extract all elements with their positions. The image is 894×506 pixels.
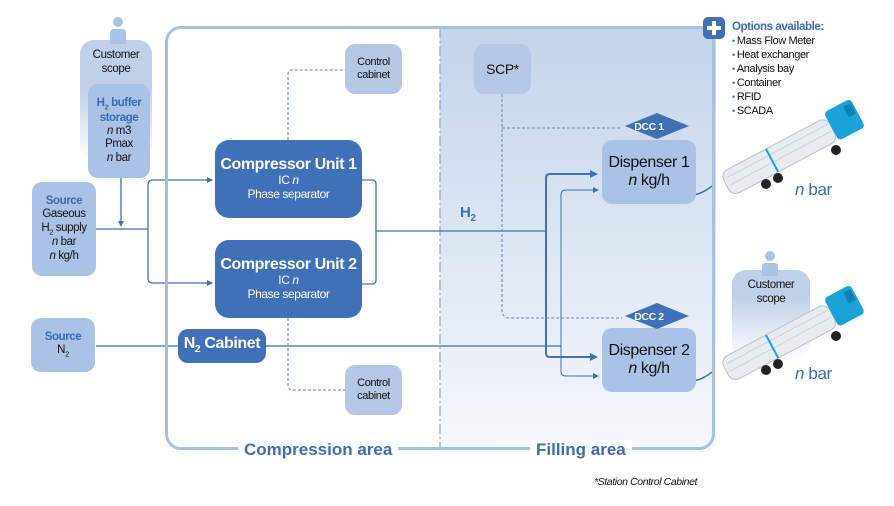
option-item: Container [732, 76, 824, 90]
n2-cabinet[interactable]: N2 Cabinet [178, 329, 266, 363]
dispenser-2[interactable]: Dispenser 2 n kg/h [602, 328, 696, 392]
customer-scope-right-label: Customer scope [747, 279, 795, 305]
footnote: *Station Control Cabinet [594, 476, 698, 488]
tube-trailer-truck-2-icon [722, 285, 864, 381]
tube-trailer-truck-1-icon [722, 99, 864, 195]
option-item: RFID [732, 90, 824, 104]
compressor-unit-1[interactable]: Compressor Unit 1 IC n Phase separator [215, 140, 362, 218]
source-n2[interactable]: Source N2 [31, 318, 95, 372]
options-panel: Options available: Mass Flow Meter Heat … [732, 20, 824, 118]
h2-to-dispenser-2 [545, 231, 598, 361]
dcc-1-diamond[interactable] [620, 113, 694, 139]
truck-2-pressure: n bar [795, 364, 832, 383]
plus-icon[interactable] [703, 17, 725, 39]
h2-line-label: H2 [460, 204, 476, 224]
options-list: Mass Flow Meter Heat exchanger Analysis … [732, 34, 824, 118]
compression-area-label: Compression area [238, 440, 399, 460]
person-icon [110, 17, 126, 44]
dcc-2-diamond[interactable] [620, 303, 694, 329]
n2-to-dispenser-2 [560, 346, 599, 379]
filling-area-label: Filling area [530, 440, 632, 460]
option-item: Heat exchanger [732, 48, 824, 62]
control-link-2 [287, 318, 345, 391]
compressor-outlet-manifold [362, 179, 377, 285]
dcc-2-label: DCC 2 [634, 311, 664, 323]
compressor-inlet-manifold [147, 179, 210, 284]
scp-link [501, 94, 622, 319]
dcc-1-label: DCC 1 [634, 121, 664, 133]
dispenser-1[interactable]: Dispenser 1 n kg/h [602, 140, 696, 204]
station-frame [165, 26, 715, 450]
options-title: Options available: [732, 21, 824, 33]
h2-buffer-storage[interactable]: H2 buffer storage n m3 Pmax n bar [88, 84, 150, 178]
option-item: Analysis bay [732, 62, 824, 76]
compressor-unit-2[interactable]: Compressor Unit 2 IC n Phase separator [215, 240, 362, 318]
truck-1-pressure: n bar [795, 180, 832, 199]
person-icon [762, 251, 778, 276]
option-item: SCADA [732, 104, 824, 118]
h2-to-dispenser-1 [545, 170, 598, 231]
control-cabinet-1[interactable]: Control cabinet [345, 44, 402, 94]
source-h2-gaseous-supply[interactable]: Source Gaseous H2 supply n bar n kg/h [32, 182, 96, 276]
scp-station-control-cabinet[interactable]: SCP* [474, 44, 531, 94]
control-link-1 [287, 69, 345, 140]
n2-to-dispenser-1 [560, 187, 599, 346]
option-item: Mass Flow Meter [732, 34, 824, 48]
customer-scope-label: Customer scope [92, 49, 140, 75]
control-cabinet-2[interactable]: Control cabinet [345, 365, 402, 415]
